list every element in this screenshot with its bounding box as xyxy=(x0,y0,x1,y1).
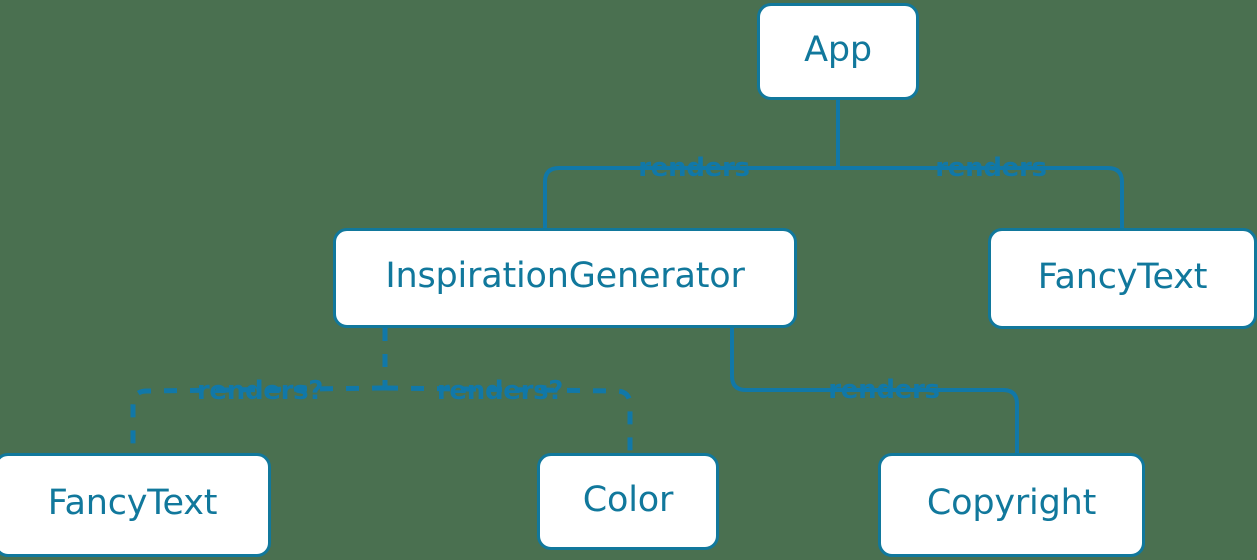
edge-label-ig-to-color: renders? xyxy=(436,376,564,406)
edge-app-to-fancytext-top xyxy=(838,166,1124,228)
node-color-label: Color xyxy=(582,479,674,520)
node-inspiration-generator[interactable]: InspirationGenerator xyxy=(333,228,797,328)
node-fancytext-bottom-label: FancyText xyxy=(47,483,218,523)
node-color[interactable]: Color xyxy=(537,453,719,550)
edge-app-to-inspiration-generator xyxy=(543,166,838,228)
edge-ig-to-copyright xyxy=(730,328,1019,455)
node-copyright-label: Copyright xyxy=(926,483,1097,523)
edge-label-app-to-fancytext-top: renders xyxy=(935,153,1047,183)
node-app-label: App xyxy=(804,29,872,70)
edge-label-ig-to-copyright: renders xyxy=(828,375,940,405)
node-app[interactable]: App xyxy=(757,3,919,100)
node-copyright[interactable]: Copyright xyxy=(878,453,1145,557)
edge-ig-to-color xyxy=(384,385,633,455)
edge-ig-to-fancytext-bottom xyxy=(130,385,386,455)
edge-label-ig-to-fancytext-bottom: renders? xyxy=(196,376,324,406)
edge-label-app-to-inspiration-generator: renders xyxy=(638,153,750,183)
node-fancytext-bottom[interactable]: FancyText xyxy=(0,453,271,557)
node-fancytext-top-label: FancyText xyxy=(1037,256,1208,297)
node-fancytext-top[interactable]: FancyText xyxy=(988,228,1257,329)
node-inspiration-generator-label: InspirationGenerator xyxy=(385,256,745,296)
